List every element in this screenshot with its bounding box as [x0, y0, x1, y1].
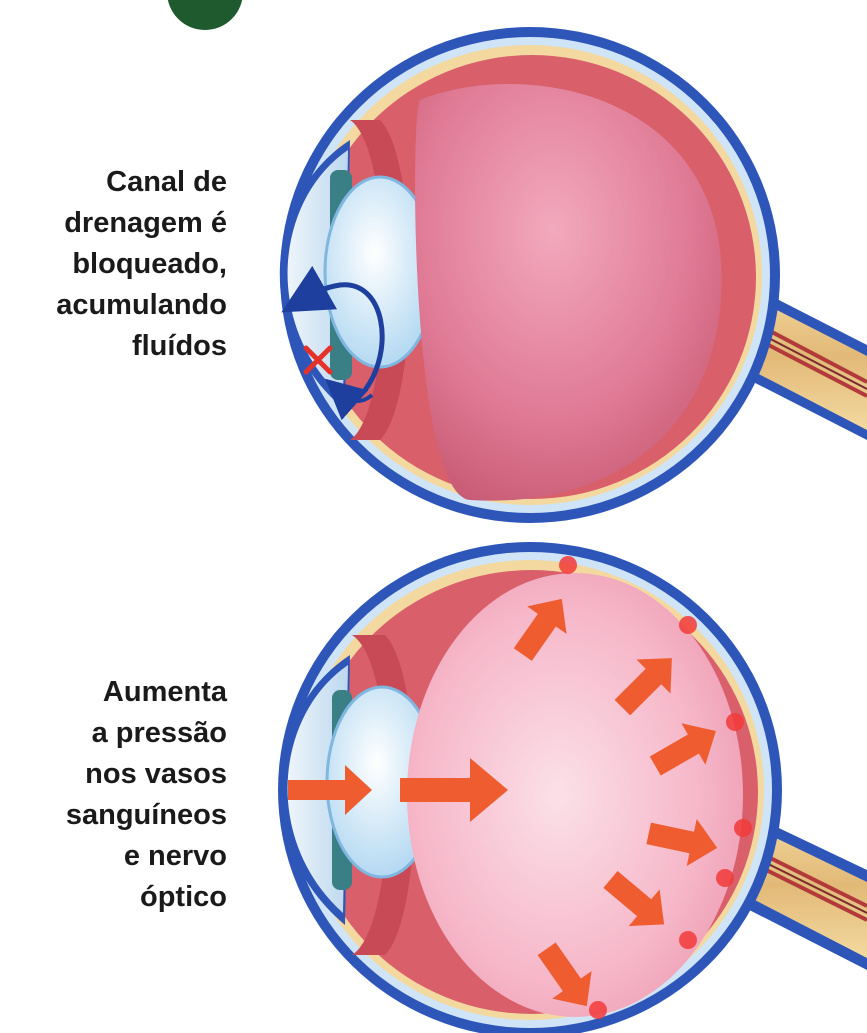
label-line: acumulando — [56, 285, 227, 326]
label-line: fluídos — [56, 326, 227, 367]
drainage-blocked-label: Canal de drenagem é bloqueado, acumuland… — [56, 162, 227, 367]
logo-mark — [167, 0, 243, 30]
label-line: sanguíneos — [66, 795, 227, 836]
label-line: drenagem é — [56, 203, 227, 244]
label-line: Aumenta — [66, 672, 227, 713]
label-line: a pressão — [66, 713, 227, 754]
label-line: e nervo — [66, 836, 227, 877]
label-line: bloqueado, — [56, 244, 227, 285]
eye-top — [280, 27, 867, 523]
label-line: Canal de — [56, 162, 227, 203]
eye-bottom — [278, 542, 867, 1033]
pressure-increase-label: Aumenta a pressão nos vasos sanguíneos e… — [66, 672, 227, 918]
label-line: óptico — [66, 877, 227, 918]
label-line: nos vasos — [66, 754, 227, 795]
